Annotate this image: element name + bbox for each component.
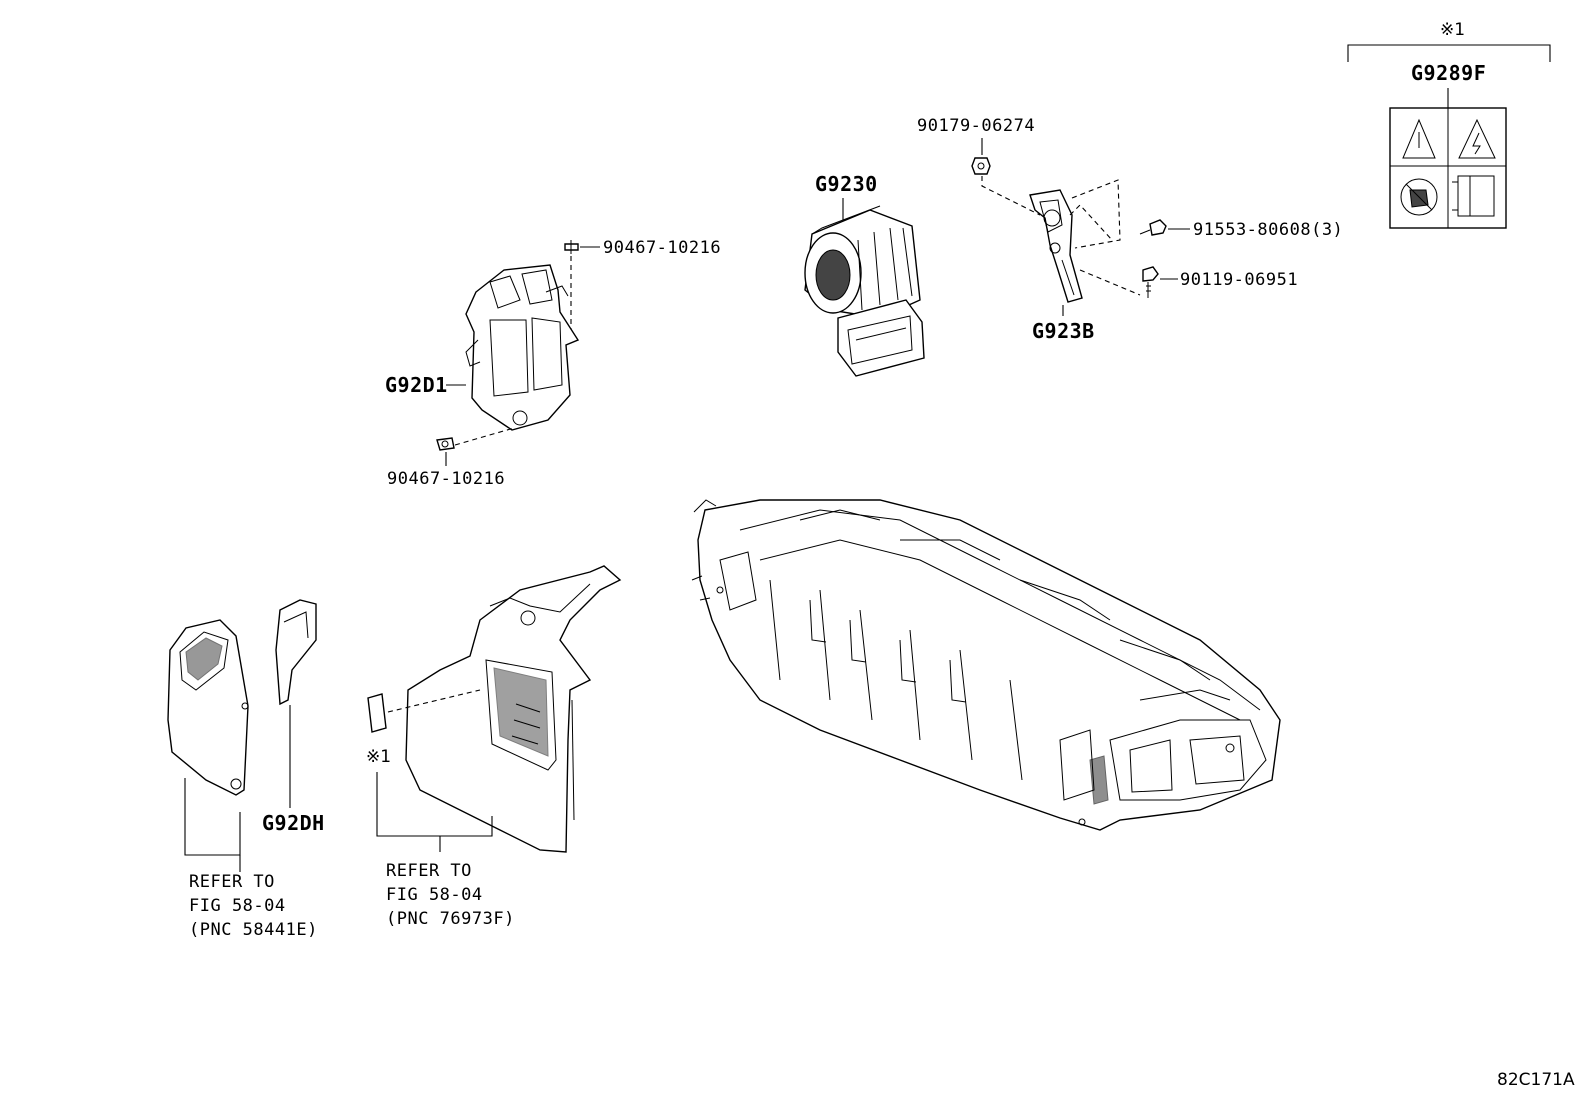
bracket-g923b[interactable] — [1029, 189, 1083, 303]
label-g923b[interactable]: G923B — [1032, 319, 1095, 343]
label-g9230[interactable]: G9230 — [815, 172, 878, 196]
warning-label-group: ※1 G9289F — [1347, 20, 1551, 229]
blower-group: G9230 — [804, 172, 925, 377]
quarter-trim-panel[interactable] — [405, 565, 622, 853]
manual-icon — [1452, 175, 1495, 217]
bolt-91553[interactable] — [1139, 219, 1167, 236]
ref2-line1: REFER TO — [386, 861, 472, 881]
air-duct-g92d1[interactable] — [465, 264, 580, 431]
speaker-grille-trim[interactable] — [167, 619, 249, 796]
note-bracket — [1347, 44, 1551, 62]
left-trim-group: G92DH REFER TO FIG 58-04 (PNC 58441E) — [167, 599, 325, 940]
label-g9289f[interactable]: G9289F — [1411, 61, 1486, 85]
hv-battery-assembly[interactable] — [691, 499, 1281, 831]
figure-id: 82C171A — [1497, 1070, 1575, 1090]
bolt-90119[interactable] — [1142, 266, 1159, 298]
warning-label-icon[interactable] — [1389, 107, 1507, 229]
label-90179-06274[interactable]: 90179-06274 — [917, 116, 1035, 136]
label-g92dh[interactable]: G92DH — [262, 811, 325, 835]
bracket-assembly: 90179-06274 91553-80608(3) 90119-06951 — [917, 116, 1343, 343]
duct-group: 90467-10216 G92D1 90467-10216 — [385, 238, 721, 489]
high-voltage-icon — [1458, 118, 1496, 159]
ref2-line2: FIG 58-04 — [386, 885, 483, 905]
trim-piece-g92dh[interactable] — [275, 599, 317, 706]
no-touch-icon — [1400, 178, 1438, 216]
quarter-trim-group: ※1 REFER TO FIG 58-04 (PNC 76973F) — [366, 565, 622, 929]
nut-90179[interactable] — [971, 157, 991, 175]
label-g92d1[interactable]: G92D1 — [385, 373, 448, 397]
label-90119-06951[interactable]: 90119-06951 — [1180, 270, 1298, 290]
clip-90467-bottom[interactable] — [436, 437, 455, 451]
label-90467-10216-bottom[interactable]: 90467-10216 — [387, 469, 505, 489]
clip-90467-top[interactable] — [564, 240, 579, 254]
note-mark-left: ※1 — [366, 747, 391, 767]
label-90467-10216-top[interactable]: 90467-10216 — [603, 238, 721, 258]
label-91553-80608[interactable]: 91553-80608(3) — [1193, 220, 1343, 240]
ref1-line3: (PNC 58441E) — [189, 920, 318, 940]
note-mark-top: ※1 — [1440, 20, 1465, 40]
blower-motor-g9230[interactable] — [804, 205, 925, 377]
caution-triangle-icon — [1402, 118, 1436, 159]
ref1-line2: FIG 58-04 — [189, 896, 286, 916]
ref1-line1: REFER TO — [189, 872, 275, 892]
ref2-line3: (PNC 76973F) — [386, 909, 515, 929]
label-sticker[interactable] — [367, 693, 387, 733]
